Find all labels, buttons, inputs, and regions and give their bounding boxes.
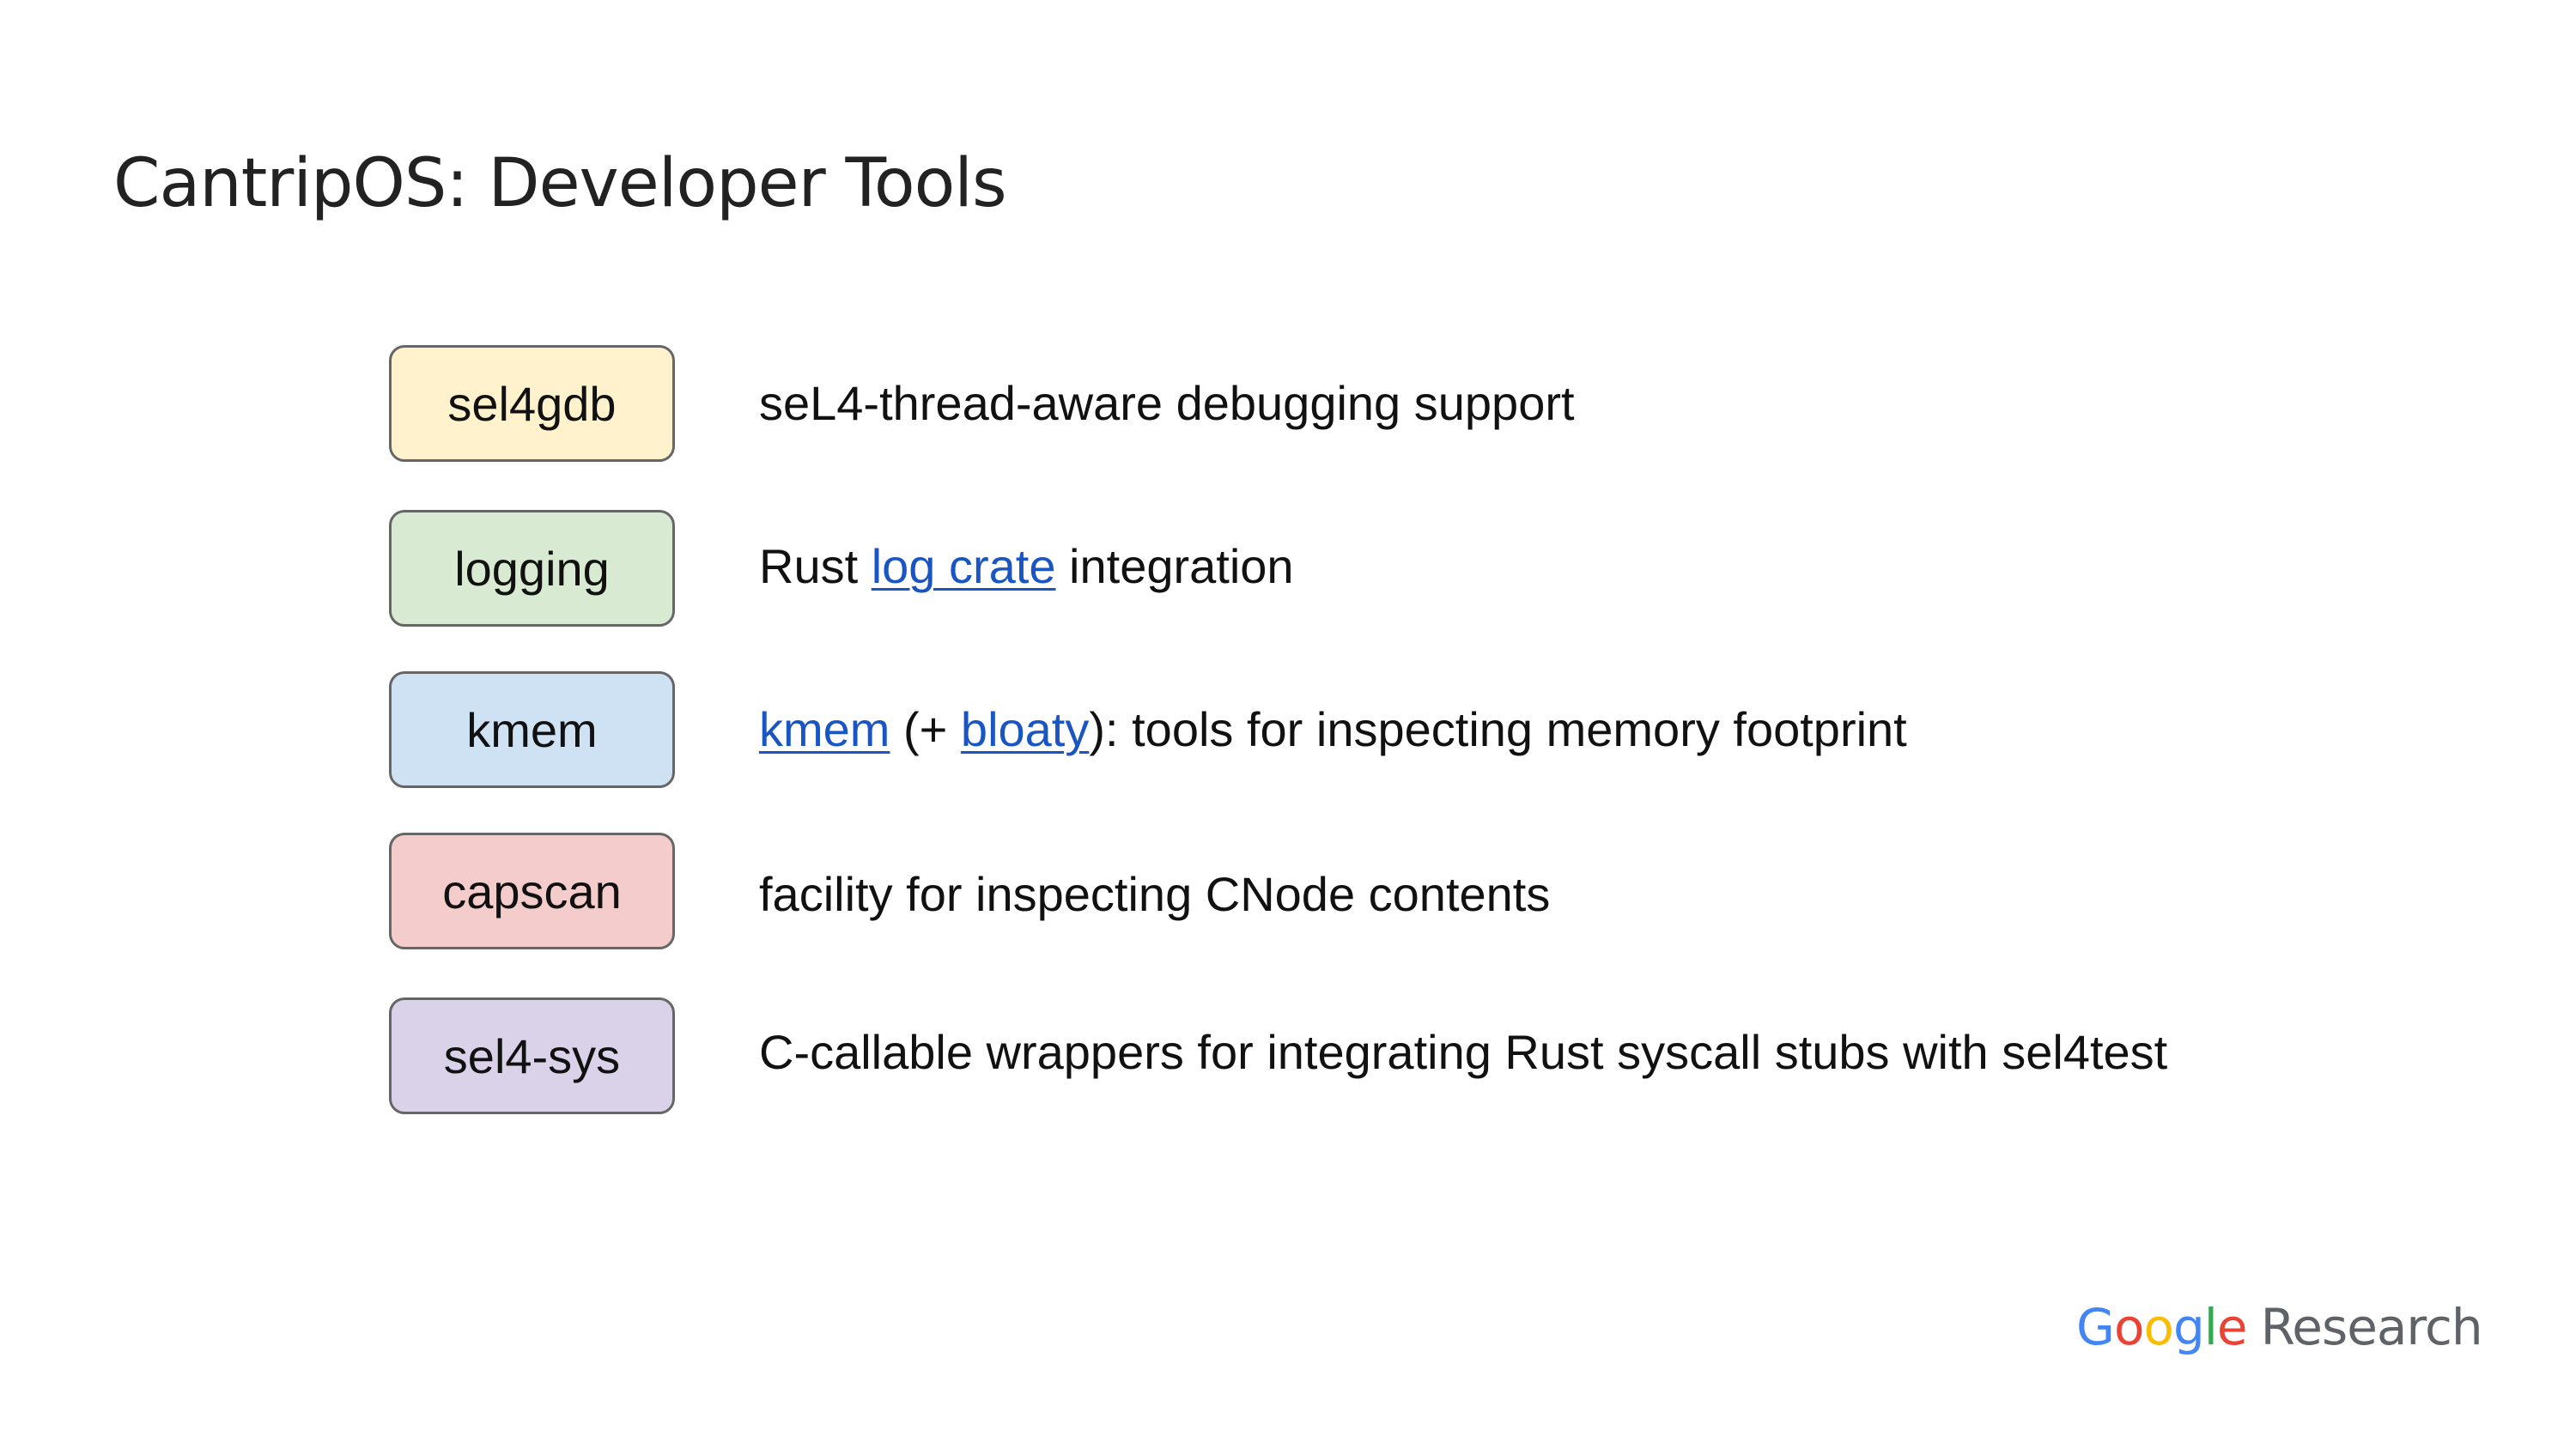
bloaty-link[interactable]: bloaty <box>960 702 1090 756</box>
tool-row-sel4gdb: sel4gdb seL4-thread-aware debugging supp… <box>0 345 2576 465</box>
description-text: integration <box>1055 539 1294 593</box>
tool-row-logging: logging Rust log crate integration <box>0 510 2576 630</box>
google-letter: o <box>2113 1298 2144 1356</box>
tool-description-logging: Rust log crate integration <box>759 543 1294 591</box>
tool-description-capscan: facility for inspecting CNode contents <box>759 867 1551 921</box>
tool-box-sel4gdb: sel4gdb <box>389 345 675 462</box>
tool-row-kmem: kmem kmem (+ bloaty): tools for inspecti… <box>0 671 2576 791</box>
slide-title: CantripOS: Developer Tools <box>113 145 1007 222</box>
google-letter: e <box>2216 1298 2248 1356</box>
tool-box-capscan: capscan <box>389 833 675 949</box>
research-wordmark: Research <box>2260 1298 2483 1356</box>
tool-box-kmem: kmem <box>389 671 675 788</box>
google-letter: G <box>2076 1298 2115 1356</box>
google-letter: g <box>2172 1298 2205 1356</box>
google-letter: l <box>2203 1298 2218 1356</box>
tool-row-capscan: capscan facility for inspecting CNode co… <box>0 833 2576 953</box>
description-text: (+ <box>890 702 961 756</box>
tool-box-logging: logging <box>389 510 675 627</box>
log-crate-link[interactable]: log crate <box>871 539 1056 593</box>
tool-description-kmem: kmem (+ bloaty): tools for inspecting me… <box>759 706 1907 754</box>
description-text: Rust <box>759 539 872 593</box>
tool-box-sel4-sys: sel4-sys <box>389 997 675 1114</box>
tool-description-sel4-sys: C-callable wrappers for integrating Rust… <box>759 1025 2168 1079</box>
tool-row-sel4-sys: sel4-sys C-callable wrappers for integra… <box>0 997 2576 1118</box>
google-wordmark: Google <box>2076 1298 2248 1356</box>
kmem-link[interactable]: kmem <box>759 702 890 756</box>
google-letter: o <box>2143 1298 2173 1356</box>
description-text: ): tools for inspecting memory footprint <box>1089 702 1907 756</box>
tool-description-sel4gdb: seL4-thread-aware debugging support <box>759 376 1575 430</box>
